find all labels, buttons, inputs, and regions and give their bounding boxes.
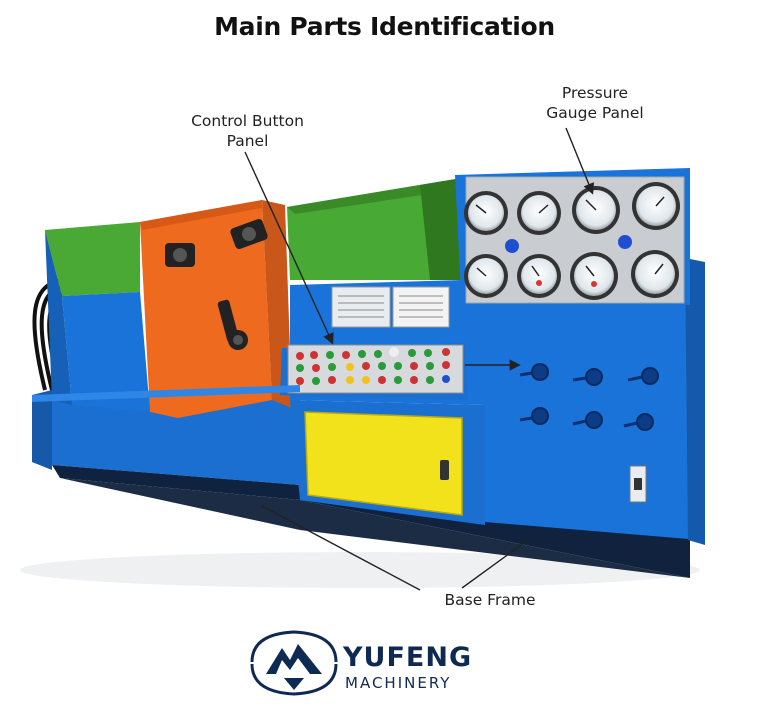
callout-control-line2: Panel — [226, 132, 269, 150]
yufeng-logo-mark — [250, 630, 338, 696]
brand-name: YUFENG — [343, 642, 473, 673]
trough-edge — [32, 385, 300, 402]
callout-lines — [244, 127, 595, 591]
valve-knobs — [531, 363, 659, 431]
floor-shadow — [20, 552, 700, 588]
callout-control-button-panel: Control Button Panel — [170, 111, 325, 151]
yellow-cabinet-door — [290, 400, 485, 525]
callout-gauge-line1: Pressure — [561, 84, 629, 102]
electrical-switch — [629, 465, 647, 503]
callout-gauge-line2: Gauge Panel — [546, 104, 644, 122]
green-hopper — [287, 178, 462, 280]
callout-control-line1: Control Button — [191, 112, 304, 130]
pressure-gauge-panel — [464, 176, 685, 304]
callout-base-frame: Base Frame — [444, 591, 536, 609]
info-plates — [331, 286, 450, 328]
winding-drum-housing — [45, 200, 292, 418]
callout-pressure-gauge-panel: Pressure Gauge Panel — [520, 83, 670, 123]
page-title: Main Parts Identification — [214, 12, 555, 41]
brand-subtitle: MACHINERY — [345, 674, 452, 692]
control-buttons — [296, 347, 450, 385]
control-button-panel — [280, 343, 468, 400]
